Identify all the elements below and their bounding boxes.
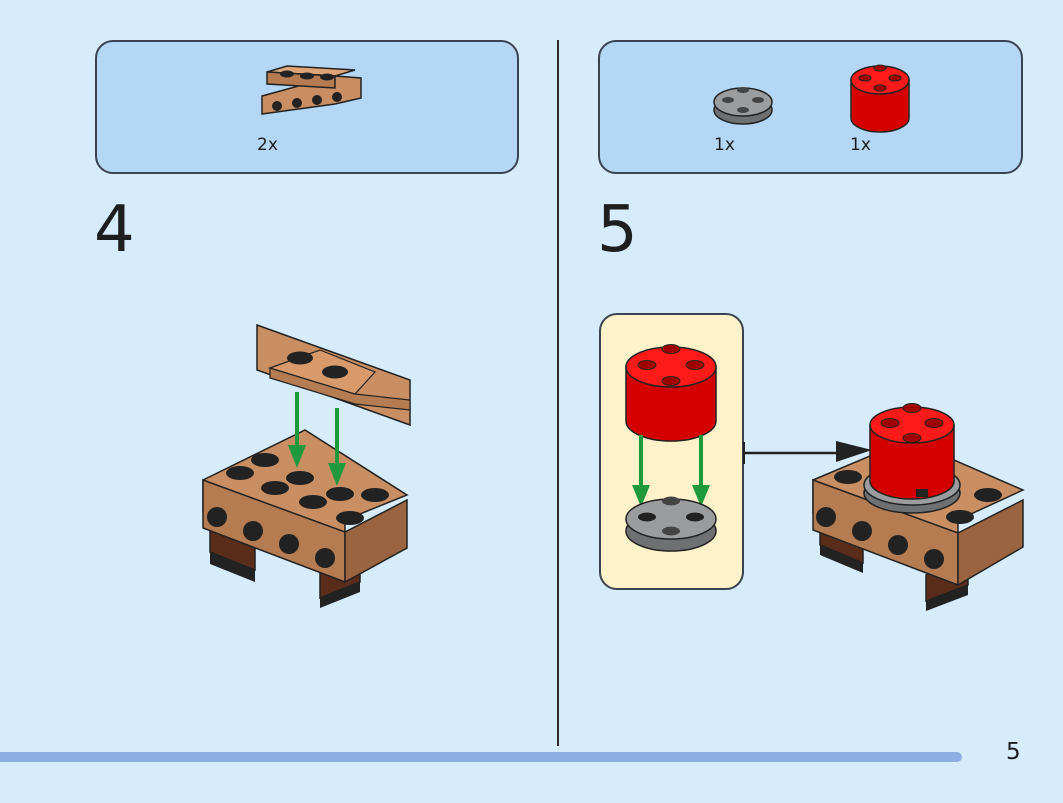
step-4-assembly-illustration	[202, 323, 411, 608]
plate-bracket-part-icon	[261, 65, 362, 115]
callout-round-brick-icon	[625, 344, 717, 442]
connector-arrow	[743, 441, 872, 464]
parts-box-step-4: 2x	[95, 40, 519, 174]
parts-box-step-5: 1x 1x	[598, 40, 1023, 174]
callout-round-plate-icon	[625, 496, 717, 552]
step-5-assembly-illustration	[812, 403, 1025, 611]
callout-green-arrows	[632, 435, 710, 507]
column-divider	[557, 40, 559, 746]
part-quantity-label: 1x	[714, 135, 735, 155]
part-quantity-label: 2x	[257, 135, 278, 155]
page-number: 5	[1006, 739, 1021, 765]
step-number-4: 4	[94, 193, 135, 267]
part-quantity-label: 1x	[850, 135, 871, 155]
round-plate-part-icon	[713, 87, 773, 125]
page-progress-bar	[0, 752, 962, 762]
round-brick-part-icon	[850, 64, 910, 133]
step-number-5: 5	[597, 193, 638, 267]
sub-assembly-callout	[599, 313, 744, 590]
